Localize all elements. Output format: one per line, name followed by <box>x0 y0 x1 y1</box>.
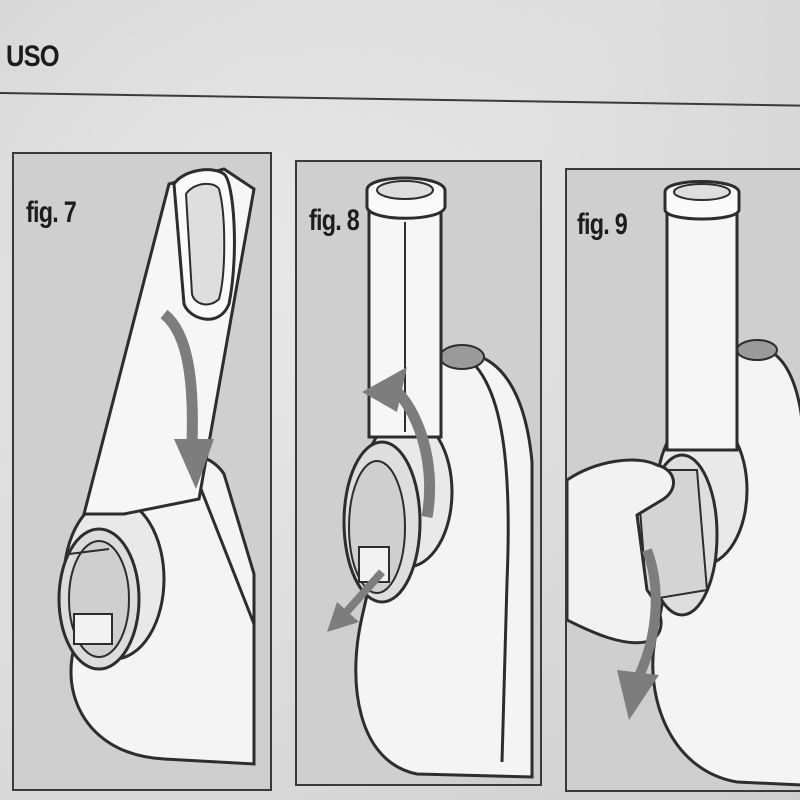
base-edge <box>470 360 510 763</box>
tube-mouth-inner <box>184 182 226 306</box>
pull-down-arrow-shaft <box>632 548 661 683</box>
figure-label-8: fig. 8 <box>309 204 360 237</box>
rotate-down-arrow-head <box>174 439 214 489</box>
figure-9-illustration <box>567 180 800 787</box>
tube-mouth-inner <box>673 183 731 201</box>
remove-cone-arrow-head <box>327 602 359 632</box>
feed-tube <box>665 198 739 452</box>
pull-down-arrow-head <box>617 670 659 720</box>
head-knob <box>736 339 778 361</box>
base-edge <box>197 483 256 754</box>
rotate-down-arrow-shaft <box>160 309 198 445</box>
remove-cone-arrow-shaft <box>339 569 385 620</box>
cone-slot <box>68 548 110 555</box>
figure-panel-7: fig. 7 <box>12 152 272 791</box>
figure-label-7: fig. 7 <box>26 196 77 229</box>
tube-mouth-inner <box>376 180 434 200</box>
figure-label-9: fig. 9 <box>577 208 628 241</box>
figure-panel-9: fig. 9 <box>565 168 800 792</box>
hand-illustration <box>567 458 675 645</box>
cone-blade <box>73 613 113 645</box>
header-rule <box>0 92 800 107</box>
figure-panel-8: fig. 8 <box>295 160 542 786</box>
figure-8-illustration <box>327 176 534 779</box>
head-knob <box>439 344 485 370</box>
section-title: USO <box>6 40 60 73</box>
rotate-up-arrow-head <box>362 367 407 412</box>
figure-7-illustration <box>57 167 256 766</box>
